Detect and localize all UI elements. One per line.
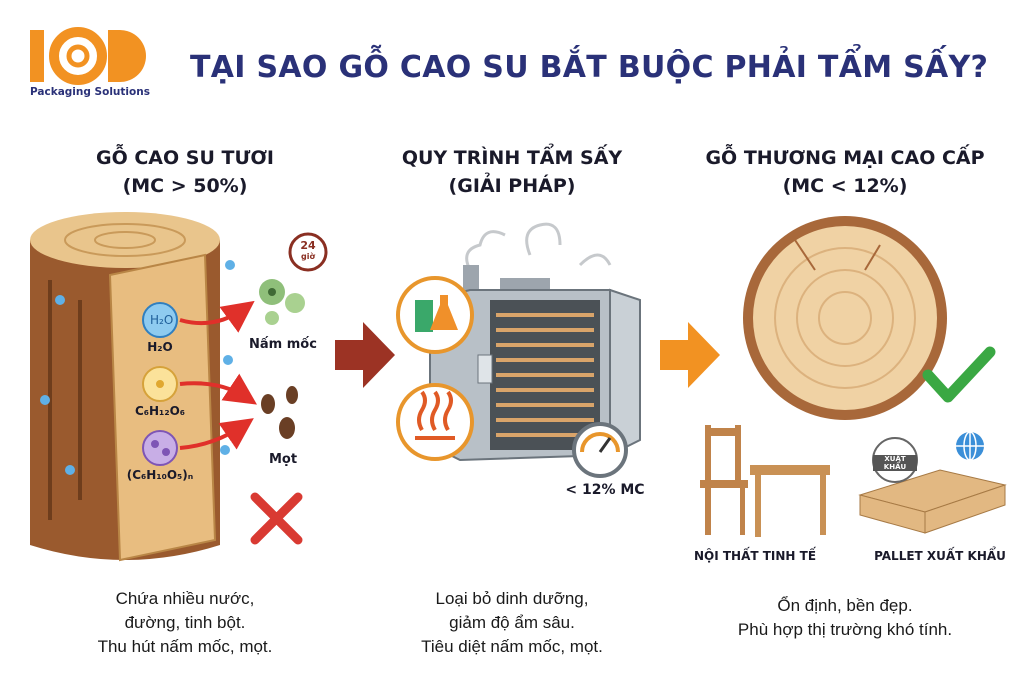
heading-line: (MC < 12%)	[782, 175, 908, 197]
table-icon	[750, 465, 830, 537]
red-x-icon	[250, 492, 303, 545]
description-line: Tiêu diệt nấm mốc, mọt.	[421, 637, 603, 656]
threat-label-beetle: Mọt	[268, 452, 298, 467]
gauge-icon	[572, 422, 628, 478]
beetle-icon	[261, 386, 298, 439]
chair-icon	[700, 425, 748, 535]
clock-label: 24 giờ	[296, 240, 320, 262]
description-line: đường, tinh bột.	[124, 613, 246, 632]
glucose-molecule-icon	[142, 366, 178, 402]
heading-line: (GIẢI PHÁP)	[448, 175, 576, 197]
description-line: Thu hút nấm mốc, mọt.	[97, 637, 273, 656]
description-line: Phù hợp thị trường khó tính.	[737, 620, 953, 639]
gauge-label: < 12% MC	[565, 482, 645, 498]
description-line: Loại bỏ dinh dưỡng,	[435, 589, 589, 608]
export-stamp-label: XUẤT KHẨU	[873, 455, 917, 471]
arrow-right-orange-icon	[660, 322, 720, 388]
heading-line: QUY TRÌNH TẨM SẤY	[401, 147, 623, 169]
logo-tagline: Packaging Solutions	[30, 86, 150, 98]
icd-logo	[30, 27, 146, 85]
description-line: giảm độ ẩm sâu.	[449, 613, 575, 632]
clock-icon	[288, 232, 328, 272]
water-molecule-icon	[142, 302, 178, 338]
starch-molecule-icon	[142, 430, 178, 466]
product-label-furniture: NỘI THẤT TINH TẾ	[693, 549, 817, 563]
column-heading-fresh: GỖ CAO SU TƯƠI (MC > 50%)	[25, 144, 345, 200]
heading-line: (MC > 50%)	[122, 175, 248, 197]
description-process: Loại bỏ dinh dưỡng, giảm độ ẩm sâu. Tiêu…	[342, 587, 682, 659]
column-heading-process: QUY TRÌNH TẨM SẤY (GIẢI PHÁP)	[352, 144, 672, 200]
chemical-bottle-icon	[396, 276, 474, 354]
threat-label-mold: Nấm mốc	[249, 337, 317, 352]
description-line: Chứa nhiều nước,	[115, 589, 255, 608]
description-fresh: Chứa nhiều nước, đường, tinh bột. Thu hú…	[15, 587, 355, 659]
description-commercial: Ổn định, bền đẹp. Phù hợp thị trường khó…	[675, 594, 1015, 642]
wood-slice-icon	[743, 216, 947, 420]
heading-line: GỖ THƯƠNG MẠI CAO CẤP	[705, 147, 985, 169]
clock-value: 24	[300, 239, 316, 252]
threat-arrows	[179, 300, 257, 450]
mold-icon	[259, 279, 305, 325]
green-check-icon	[922, 346, 996, 403]
globe-icon	[956, 431, 984, 461]
product-label-pallet: PALLET XUẤT KHẨU	[874, 549, 1006, 563]
page-title: TẠI SAO GỖ CAO SU BẮT BUỘC PHẢI TẨM SẤY?	[190, 50, 989, 85]
kiln-icon	[429, 222, 641, 462]
clock-unit: giờ	[301, 252, 315, 261]
arrow-right-dark-icon	[335, 322, 395, 388]
heat-icon	[396, 383, 474, 461]
wet-log-illustration	[30, 212, 235, 562]
description-line: Ổn định, bền đẹp.	[777, 596, 913, 615]
molecule-label-glucose: C₆H₁₂O₆	[134, 404, 186, 418]
heading-line: GỖ CAO SU TƯƠI	[95, 147, 274, 169]
molecule-label-starch: (C₆H₁₀O₅)ₙ	[126, 468, 194, 482]
column-heading-commercial: GỖ THƯƠNG MẠI CAO CẤP (MC < 12%)	[685, 144, 1005, 200]
molecule-label-water: H₂O	[147, 340, 173, 354]
molecule-label-water-inner: H₂O	[150, 313, 174, 327]
pallet-icon	[858, 469, 1007, 534]
